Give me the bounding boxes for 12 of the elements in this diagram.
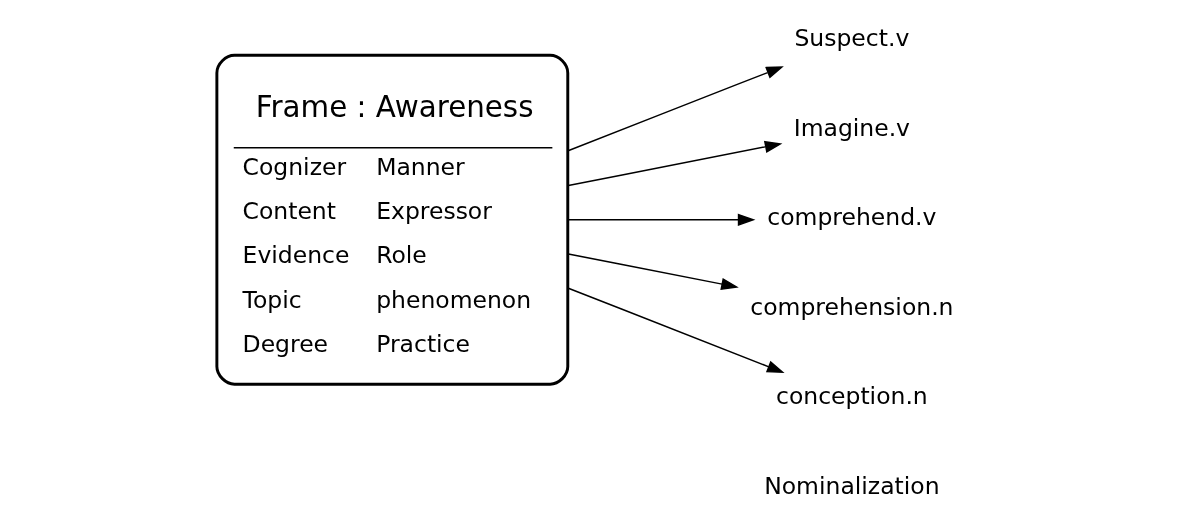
node-text: comprehension.n <box>749 292 953 321</box>
node-box: Frame : Awareness Cognizer Manner Content Expressor Evidence Role Topic phenomenon Degree Practice <box>214 53 569 386</box>
arrow <box>566 66 784 152</box>
node-text: Imagine.v <box>793 113 910 142</box>
node-text: Suspect.v <box>793 24 909 53</box>
arrow <box>567 213 755 226</box>
arrow <box>567 140 782 187</box>
node-text: comprehend.v <box>766 203 936 232</box>
label: Nominalization <box>763 471 940 500</box>
arrow <box>567 287 785 374</box>
arrow <box>567 253 739 291</box>
node-text: conception.n <box>775 382 928 411</box>
